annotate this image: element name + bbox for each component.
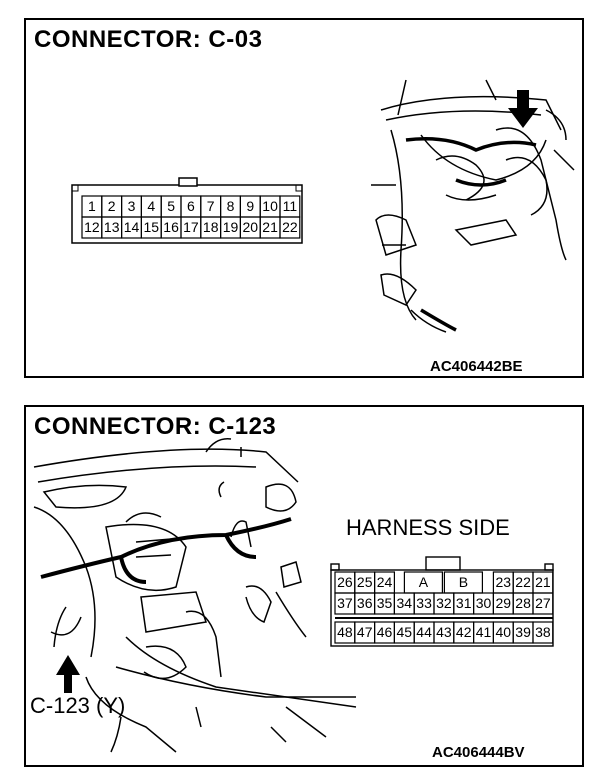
- pin-number: 13: [103, 219, 120, 235]
- pin-number: 5: [167, 198, 175, 214]
- pin-number: 15: [143, 219, 160, 235]
- pin-number: 8: [226, 198, 235, 214]
- pin-number: 11: [282, 198, 298, 214]
- connector-callout-label: C-123 (Y): [30, 693, 126, 718]
- connector-c123-diagram: [33, 438, 554, 753]
- pin-number: 48: [337, 624, 353, 640]
- pin-number: 42: [455, 624, 472, 640]
- pin-number: 44: [416, 624, 432, 640]
- pin-number: 35: [376, 595, 393, 611]
- pin-number: 20: [242, 219, 259, 235]
- pin-number: 34: [396, 595, 413, 611]
- pin-number: 9: [246, 198, 255, 214]
- pin-number: 12: [84, 219, 100, 235]
- pin-number: 36: [356, 595, 373, 611]
- pin-number: 6: [187, 198, 195, 214]
- pin-cell: [532, 621, 554, 644]
- pin-number: 17: [183, 219, 199, 235]
- pin-number: 24: [376, 574, 393, 590]
- pin-number: 45: [396, 624, 413, 640]
- connector-c03-panel: CONNECTOR: C-03: [24, 18, 584, 378]
- pin-number: 46: [376, 624, 393, 640]
- connector-c03-diagram: [71, 79, 575, 333]
- pin-number: 10: [262, 198, 278, 214]
- pin-number: 26: [337, 574, 353, 590]
- pin-number: 21: [535, 574, 551, 590]
- panel-title: CONNECTOR: C-123: [34, 413, 277, 440]
- pin-number: B: [458, 574, 469, 590]
- pin-number: 33: [416, 595, 432, 611]
- pin-cell: [532, 592, 554, 615]
- pin-number: 2: [107, 198, 116, 214]
- arrow-icon: [56, 655, 80, 693]
- pin-number: 43: [436, 624, 452, 640]
- pin-number: 4: [147, 198, 156, 214]
- pin-number: 30: [475, 595, 492, 611]
- pin-number: 25: [356, 574, 373, 590]
- pin-number: 16: [163, 219, 179, 235]
- pin-number: 29: [495, 595, 512, 611]
- panel-title: CONNECTOR: C-03: [34, 26, 263, 53]
- figure-code: AC406444BV: [432, 744, 525, 761]
- connector-c123-panel: CONNECTOR: C-123: [24, 405, 584, 767]
- pin-number: 47: [356, 624, 373, 640]
- pin-number: 14: [123, 219, 140, 235]
- pin-number: A: [418, 574, 429, 590]
- pin-number: 22: [282, 219, 298, 235]
- figure-code: AC406442BE: [430, 358, 523, 375]
- harness-side-label: HARNESS SIDE: [346, 515, 510, 540]
- pin-number: 1: [88, 198, 96, 214]
- pin-number: 27: [535, 595, 551, 611]
- pin-number: 23: [495, 574, 512, 590]
- pin-number: 21: [262, 219, 278, 235]
- pin-number: 18: [202, 219, 219, 235]
- pin-number: 3: [127, 198, 136, 214]
- arrow-icon: [508, 90, 538, 128]
- pin-number: 41: [475, 624, 492, 640]
- pin-number: 28: [515, 595, 531, 611]
- pin-number: 31: [455, 595, 472, 611]
- pin-number: 38: [535, 624, 551, 640]
- pin-number: 7: [206, 198, 215, 214]
- dashboard-illustration-c03: [371, 79, 575, 333]
- pin-number: 22: [515, 574, 531, 590]
- pin-cell: [279, 216, 301, 239]
- pin-number: 40: [495, 624, 512, 640]
- pin-number: 37: [337, 595, 353, 611]
- pin-number: 39: [515, 624, 531, 640]
- pin-number: 19: [222, 219, 239, 235]
- pin-number: 32: [436, 595, 452, 611]
